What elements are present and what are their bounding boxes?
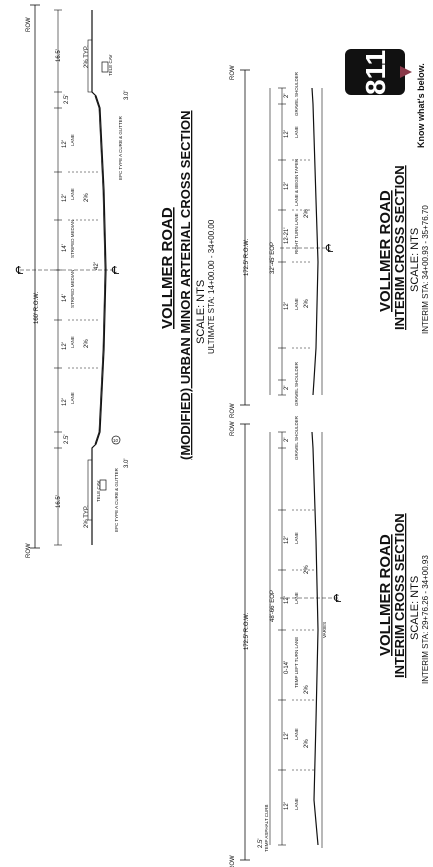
interim-right-slope-0: 2%: [304, 209, 310, 218]
interim-left-dim-1: 12': [284, 802, 290, 810]
interim-right-dim-1: 12': [284, 130, 290, 138]
interim-right-subtitle: INTERIM CROSS SECTION: [392, 165, 407, 330]
interim-left-dim-5: 12': [284, 536, 290, 544]
ultimate-slope-typ-0: 2% TYP.: [84, 45, 90, 68]
interim-left-title: VOLLMER ROAD: [377, 534, 394, 656]
ultimate-title: VOLLMER ROAD: [159, 207, 176, 329]
ultimate-scale: SCALE: NTS: [195, 280, 207, 344]
ultimate-centerline-low: ℄: [111, 265, 119, 277]
interim-right-slope-1: 2%: [304, 299, 310, 308]
ultimate-lane-1: LANE: [70, 188, 75, 200]
ultimate-depth-0: 3.0': [124, 91, 130, 101]
interim-left-varies: VARIES: [322, 622, 327, 638]
interim-right-dim-3: 12-21': [284, 228, 290, 245]
ultimate-dim-9: 16.5': [56, 495, 62, 508]
ultimate-lane-3: STRIPED MEDIAN: [70, 270, 75, 308]
ultimate-lane-4: LANE: [70, 336, 75, 348]
interim-left-lane-5: LANE: [294, 532, 299, 544]
ultimate-gutter-top: EPC TYPE A CURB & GUTTER: [118, 115, 123, 180]
interim-left-lane-6: GRAVEL SHOULDER: [294, 415, 299, 460]
interim-left-eop: 48'-66' EOP: [270, 590, 276, 622]
interim-right-title: VOLLMER ROAD: [377, 190, 394, 312]
ultimate-lane-0: LANE: [70, 134, 75, 146]
call-811-logo: 811 Know what's below.: [345, 49, 426, 148]
interim-left-row-top: ROW: [230, 421, 236, 436]
interim-left-dim-2: 12': [284, 732, 290, 740]
interim-left-slope-0: 2%: [304, 565, 310, 574]
interim-right-section: ROW ROW 172.5' R.O.W. 32'-45' EOP 2' 12'…: [230, 65, 430, 418]
interim-right-dim-4: 12': [284, 302, 290, 310]
interim-right-eop: 32'-45' EOP: [270, 242, 276, 274]
ultimate-slope-1: 2%: [84, 339, 90, 348]
interim-left-lane-4: LANE: [294, 592, 299, 604]
ultimate-tele-top: TELE CAV: [108, 55, 113, 76]
ultimate-station: ULTIMATE STA: 14+00.00 - 34+00.00: [207, 219, 216, 354]
ultimate-lane-5: LANE: [70, 392, 75, 404]
interim-right-lane-4: LANE: [294, 298, 299, 310]
interim-left-scale: SCALE: NTS: [409, 576, 421, 640]
interim-left-dim-3: 0-14': [284, 661, 290, 674]
interim-left-slope-2: 2%: [304, 739, 310, 748]
ultimate-depth-1: 3.0': [124, 459, 130, 469]
interim-left-section: ROW ROW 172.5' R.O.W. 48'-66' EOP 2.5' 1…: [230, 415, 430, 867]
interim-right-dim-0: 2': [284, 94, 290, 98]
interim-right-row-total: 172.5' R.O.W.: [244, 239, 250, 276]
interim-right-row-bottom: ROW: [230, 403, 236, 418]
interim-left-centerline: ℄: [333, 593, 341, 605]
interim-left-lane-3: TEMP LEFT TURN LANE: [294, 637, 299, 688]
interim-left-lane-1: LANE: [294, 798, 299, 810]
ultimate-dim-3: 12': [62, 194, 68, 202]
ultimate-row-top: ROW: [26, 17, 32, 32]
ultimate-tele-bottom: TELE CAV: [96, 481, 101, 502]
ultimate-section: ROW ROW 160' R.O.W. ℄ ℄ 16.5' 2.5' 12' 1…: [15, 4, 216, 558]
interim-left-dim-0: 2.5': [258, 839, 264, 849]
interim-right-station: INTERIM STA: 34+00.93 - 35+76.70: [421, 205, 430, 334]
interim-right-scale: SCALE: NTS: [409, 228, 421, 292]
arrow-icon: [400, 66, 412, 78]
interim-left-dim-4: 12': [284, 596, 290, 604]
ultimate-dim-8: 2.5': [64, 435, 70, 445]
interim-left-row-bottom: ROW: [230, 855, 236, 867]
interim-right-lane-2: LANE & BEGIN TAPER: [294, 158, 299, 206]
interim-right-dim-5: 2': [284, 386, 290, 390]
interim-left-lane-0: TEMP ASPHALT CURB: [264, 804, 269, 852]
logo-number: 811: [360, 50, 391, 95]
interim-left-slope-1: 2%: [304, 685, 310, 694]
interim-left-dim-6: 2': [284, 438, 290, 442]
interim-right-centerline: ℄: [325, 243, 333, 255]
ultimate-callout: 10: [113, 438, 119, 443]
ultimate-dim-1: 2.5': [64, 95, 70, 105]
ultimate-slope-typ-1: 2% TYP.: [84, 505, 90, 528]
ultimate-centerline: ℄: [15, 265, 23, 277]
ultimate-dim-0: 16.5': [56, 49, 62, 62]
interim-left-station: INTERIM STA: 29+76.26 - 34+00.93: [421, 555, 430, 684]
ultimate-subtitle: (MODIFIED) URBAN MINOR ARTERIAL CROSS SE…: [178, 110, 193, 460]
logo-tagline: Know what's below.: [416, 63, 426, 148]
ultimate-lane-2: STRIPED MEDIAN: [70, 220, 75, 258]
ultimate-row-bottom: ROW: [26, 543, 32, 558]
interim-right-lane-5: GRAVEL SHOULDER: [294, 361, 299, 406]
interim-right-lane-0: GRAVEL SHOULDER: [294, 71, 299, 116]
ultimate-dim-2: 12': [62, 140, 68, 148]
ultimate-dim-6: 12': [62, 342, 68, 350]
interim-right-row-top: ROW: [230, 65, 236, 80]
ultimate-dim-7: 12': [62, 398, 68, 406]
ultimate-dim-5: 14': [62, 294, 68, 302]
interim-right-lane-3: RIGHT TURN LANE: [294, 213, 299, 254]
interim-right-lane-1: LANE: [294, 126, 299, 138]
ultimate-slope-0: 2%: [84, 193, 90, 202]
ultimate-row-total: 160' R.O.W.: [34, 292, 40, 324]
interim-left-subtitle: INTERIM CROSS SECTION: [392, 513, 407, 678]
interim-right-dim-2: 12': [284, 182, 290, 190]
ultimate-dim-4: 14': [62, 244, 68, 252]
interim-left-lane-2: LANE: [294, 728, 299, 740]
ultimate-median-dim: 42': [94, 262, 100, 270]
interim-left-row-total: 172.5' R.O.W.: [244, 613, 250, 650]
ultimate-gutter-bottom: EPC TYPE A CURB & GUTTER: [114, 467, 119, 532]
